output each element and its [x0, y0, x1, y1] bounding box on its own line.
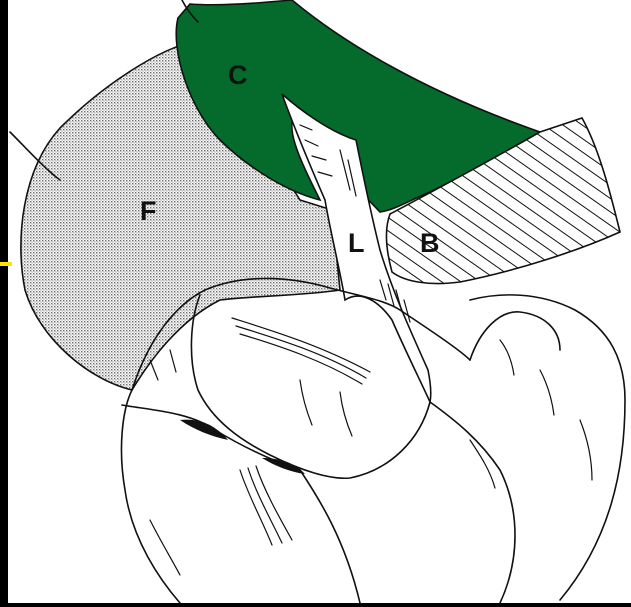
- label-f: F: [140, 196, 157, 226]
- edge-marker-accent: [0, 262, 12, 266]
- label-b: B: [420, 228, 440, 258]
- label-c: C: [228, 60, 248, 90]
- frame-edge-bottom: [0, 603, 631, 607]
- frame-edge-left: [0, 0, 8, 607]
- label-l: L: [348, 228, 365, 258]
